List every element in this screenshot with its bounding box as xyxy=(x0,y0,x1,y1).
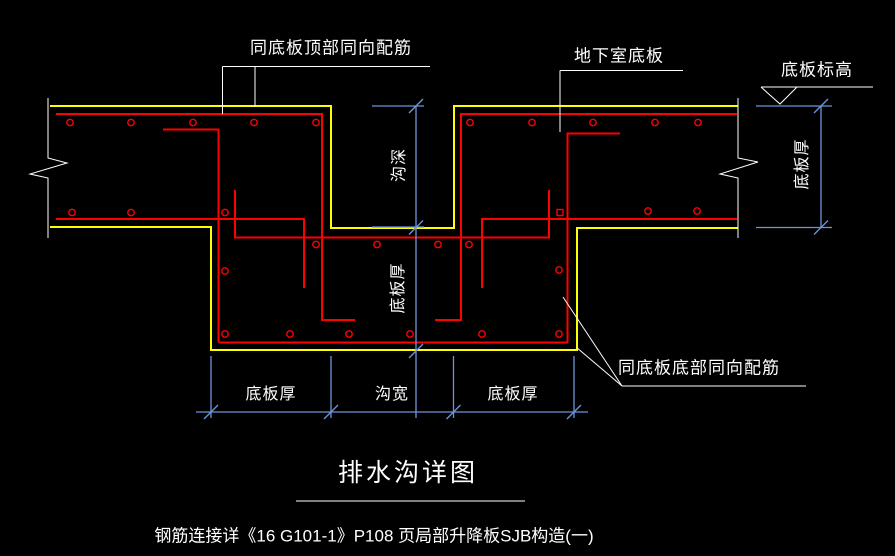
bottom-rebar-label: 同底板底部同向配筋 xyxy=(618,358,780,378)
drawing-title: 排水沟详图 xyxy=(337,459,479,487)
rebar-section-dots xyxy=(66,118,702,338)
break-line-left xyxy=(28,98,69,238)
basement-slab-label: 地下室底板 xyxy=(574,46,664,66)
dim-groove-depth: 沟深 xyxy=(391,147,408,183)
dim-bottom-slab-right: 底板厚 xyxy=(487,386,539,403)
elevation-label: 底板标高 xyxy=(781,60,853,80)
dim-bottom-slab-left: 底板厚 xyxy=(245,386,297,403)
dim-groove-width: 沟宽 xyxy=(374,386,410,403)
dimension-lines xyxy=(196,98,832,420)
dim-slab-thickness-right: 底板厚 xyxy=(794,138,811,190)
annotation-leaders xyxy=(222,66,806,502)
top-rebar-label: 同底板顶部同向配筋 xyxy=(250,38,412,58)
dim-slab-thickness-mid: 底板厚 xyxy=(390,262,407,314)
reference-note: 钢筋连接详《16 G101-1》P108 页局部升降板SJB构造(一) xyxy=(154,526,594,546)
concrete-outline xyxy=(50,105,738,351)
rebar-lines xyxy=(56,113,737,344)
elevation-symbol xyxy=(760,86,873,105)
break-line-right xyxy=(718,98,759,238)
